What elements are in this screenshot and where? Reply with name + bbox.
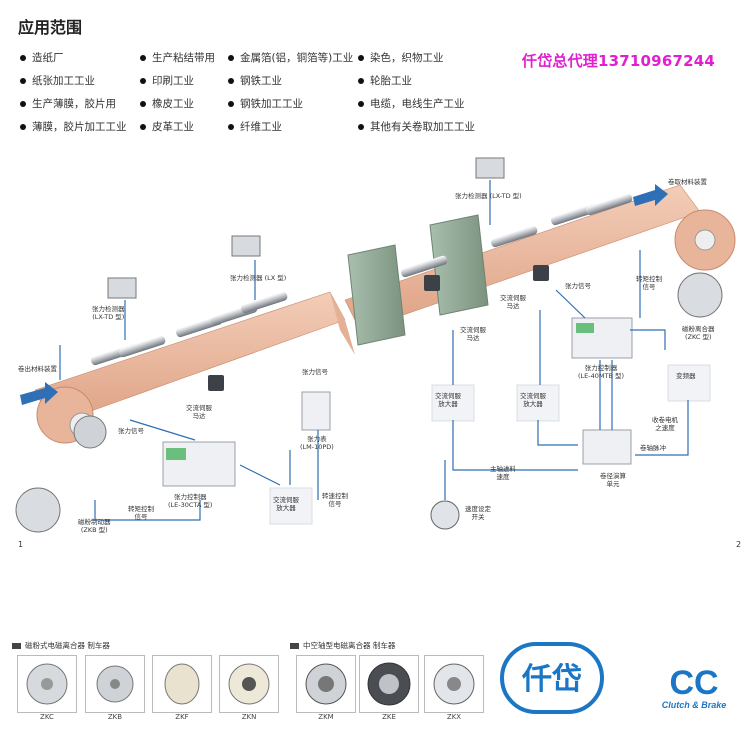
label-tension-detector-lx: 张力检测器 (LX 型)	[230, 274, 287, 282]
label-tension-meter: 张力表(LM-10PD)	[300, 435, 334, 452]
take-up-core	[694, 229, 716, 251]
applications-column-4: 染色，织物工业 轮胎工业 电缆，电线生产工业 其他有关卷取加工工业	[358, 50, 475, 142]
product-item[interactable]: ZKB	[85, 655, 145, 721]
application-item: 纤维工业	[228, 119, 353, 142]
label-tension-controller-left: 张力控制器(LE-30CTA 型)	[168, 493, 213, 510]
tension-detector-device-2	[231, 235, 261, 257]
application-item: 薄膜，胶片加工工业	[20, 119, 127, 142]
label-pulse: 卷轴脉冲	[640, 444, 666, 452]
label-ac-servo-amp-2: 交流伺服放大器	[435, 392, 461, 409]
product-group-title-1: 磁粉式电磁离合器 制车器	[12, 640, 110, 651]
brand-logo-text: 仟岱	[522, 662, 582, 697]
applications-column-2: 生产粘结带用 印刷工业 橡皮工业 皮革工业	[140, 50, 215, 142]
label-main-speed: 主轴进料速度	[490, 465, 516, 482]
product-item[interactable]: ZKE	[359, 655, 419, 721]
application-item: 皮革工业	[140, 119, 215, 142]
speed-switch-device	[430, 500, 460, 530]
agent-contact-text: 仟岱总代理13710967244	[522, 52, 716, 70]
application-item: 轮胎工业	[358, 73, 475, 96]
process-diagram	[15, 157, 736, 533]
label-tension-detector-lxtd-right: 张力检测器 (LX-TD 型)	[455, 192, 522, 200]
application-item: 橡皮工业	[140, 96, 215, 119]
application-item: 造纸厂	[20, 50, 127, 73]
label-tension-detector-lxtd-left: 张力检测器(LX-TD 型)	[92, 305, 125, 322]
application-item: 电缆，电线生产工业	[358, 96, 475, 119]
product-label: ZKM	[318, 713, 334, 721]
label-winding-motor-speed: 收卷电机之速度	[652, 416, 678, 433]
calc-unit-device	[582, 429, 632, 465]
application-item: 染色，织物工业	[358, 50, 475, 73]
label-speed-control-signal: 转速控制信号	[322, 492, 348, 509]
label-torque-signal-left: 转矩控制信号	[128, 505, 154, 522]
label-powder-brake: 磁粉制动器(ZKB 型)	[78, 518, 111, 535]
tension-detector-device-3	[475, 157, 505, 179]
label-tension-signal-1: 张力信号	[118, 427, 144, 435]
page-number-2: 2	[736, 540, 742, 549]
product-label: ZKN	[241, 713, 257, 721]
application-item: 印刷工业	[140, 73, 215, 96]
label-speed-switch: 速度设定开关	[465, 505, 491, 522]
brand-logo: 仟岱	[498, 640, 606, 716]
product-label: ZKF	[175, 713, 189, 721]
applications-column-1: 造纸厂 纸张加工工业 生产薄膜，胶片用 薄膜，胶片加工工业	[20, 50, 127, 142]
clutch-brake-mark: CC Clutch & Brake	[654, 666, 734, 710]
label-ac-servo-motor-3: 交流伺服马达	[500, 294, 526, 311]
product-label: ZKB	[107, 713, 123, 721]
product-item[interactable]: ZKM	[296, 655, 356, 721]
label-unwind: 卷出材料装置	[18, 365, 57, 373]
brake-device	[73, 415, 107, 449]
label-tension-controller-right: 张力控制器(LE-40MTB 型)	[578, 364, 625, 381]
cc-mark-icon: CC	[669, 664, 719, 702]
applications-column-3: 金属箔(铝，铜箔等)工业 钢铁工业 钢铁加工工业 纤维工业	[228, 50, 353, 142]
product-label: ZKC	[40, 713, 54, 721]
application-item: 其他有关卷取加工工业	[358, 119, 475, 142]
servo-motors	[208, 265, 549, 391]
flow-arrow-right	[633, 184, 668, 206]
signal-lines	[59, 180, 689, 521]
label-tension-signal-2: 张力信号	[302, 368, 328, 376]
application-item: 生产粘结带用	[140, 50, 215, 73]
application-item: 生产薄膜，胶片用	[20, 96, 127, 119]
tension-meter-device	[301, 391, 331, 431]
label-powder-clutch: 磁粉离合器(ZKC 型)	[682, 325, 715, 342]
web-material-fold	[330, 292, 355, 355]
powder-brake-device	[15, 487, 61, 533]
label-ac-servo-amp-1: 交流伺服放大器	[273, 496, 299, 513]
tension-detector-device-1	[107, 277, 137, 299]
label-ac-servo-amp-3: 交流伺服放大器	[520, 392, 546, 409]
product-item[interactable]: ZKF	[152, 655, 212, 721]
page-number-1: 1	[18, 540, 24, 549]
label-ac-servo-motor-2: 交流伺服马达	[460, 326, 486, 343]
tension-controller-right-device	[571, 317, 633, 359]
label-take-up: 卷取材料装置	[668, 178, 707, 186]
label-tension-signal-3: 张力信号	[565, 282, 591, 290]
product-item[interactable]: ZKX	[424, 655, 484, 721]
product-item[interactable]: ZKN	[219, 655, 279, 721]
label-torque-signal-right: 转矩控制信号	[636, 275, 662, 292]
product-item[interactable]: ZKC	[17, 655, 77, 721]
label-ac-servo-motor-1: 交流伺服马达	[186, 404, 212, 421]
application-item: 钢铁工业	[228, 73, 353, 96]
application-item: 纸张加工工业	[20, 73, 127, 96]
page-title: 应用范围	[18, 18, 83, 37]
product-label: ZKX	[446, 713, 462, 721]
rollers	[90, 193, 633, 366]
flow-arrow-left	[20, 382, 58, 405]
application-item: 钢铁加工工业	[228, 96, 353, 119]
label-calc-unit: 卷径演算单元	[600, 472, 626, 489]
label-inverter: 变频器	[676, 372, 696, 380]
brand-tagline: Clutch & Brake	[661, 700, 727, 710]
powder-clutch-device	[677, 272, 723, 318]
machine-frame-1	[347, 244, 406, 346]
product-label: ZKE	[382, 713, 396, 721]
application-item: 金属箔(铝，铜箔等)工业	[228, 50, 353, 73]
product-group-title-2: 中空轴型电磁离合器 制车器	[290, 640, 395, 651]
